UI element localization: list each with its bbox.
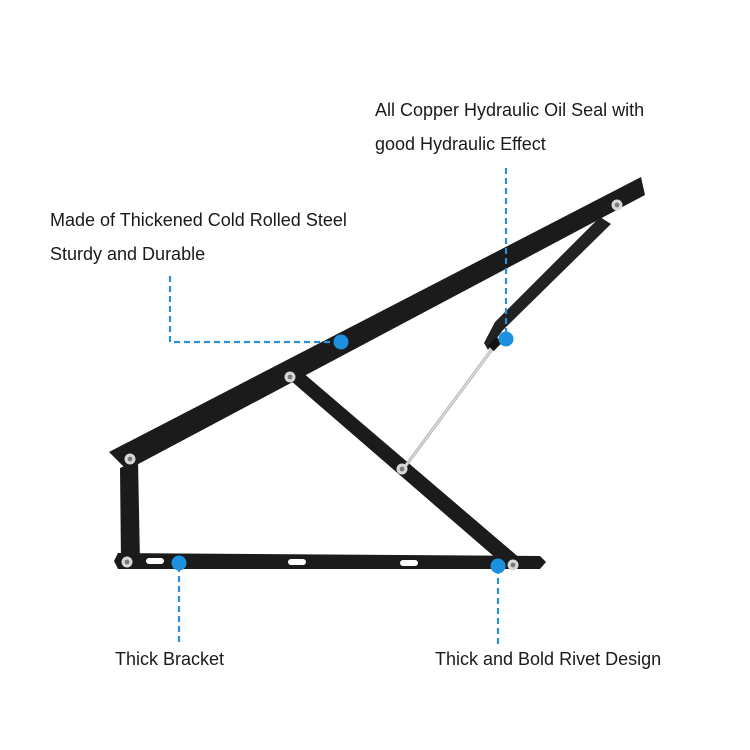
callout-steel-line2: Sturdy and Durable xyxy=(50,244,206,264)
callout-dot-rivet xyxy=(490,558,506,574)
rivet-icon xyxy=(121,556,133,568)
callout-bracket-line1: Thick Bracket xyxy=(115,649,225,669)
rivet-icon xyxy=(396,463,408,475)
callout-leaders xyxy=(168,168,508,644)
bracket-slot xyxy=(400,560,418,566)
bracket-slot xyxy=(146,558,164,564)
bottom-bracket xyxy=(114,553,546,569)
rivet-icon xyxy=(284,371,296,383)
callout-bracket: Thick Bracket xyxy=(115,642,224,676)
callout-dot-steel xyxy=(333,334,349,350)
leader-steel xyxy=(168,276,340,344)
callout-steel: Made of Thickened Cold Rolled Steel Stur… xyxy=(50,203,347,271)
callout-steel-line1: Made of Thickened Cold Rolled Steel xyxy=(50,210,347,230)
rivet-icon xyxy=(507,559,519,571)
rivet-icon xyxy=(124,453,136,465)
rivets xyxy=(121,199,623,571)
callout-dot-seal xyxy=(498,331,514,347)
callout-dot-bracket xyxy=(171,555,187,571)
gas-spring xyxy=(402,217,611,469)
callout-seal: All Copper Hydraulic Oil Seal with good … xyxy=(375,93,644,161)
gas-spring-seal xyxy=(487,336,503,352)
callout-seal-line2: good Hydraulic Effect xyxy=(375,134,546,154)
rivet-icon xyxy=(611,199,623,211)
callout-rivet: Thick and Bold Rivet Design xyxy=(435,642,661,676)
left-post xyxy=(120,460,140,562)
bracket-slot xyxy=(288,559,306,565)
callout-seal-line1: All Copper Hydraulic Oil Seal with xyxy=(375,100,645,120)
callout-dots xyxy=(171,331,514,574)
callout-rivet-line1: Thick and Bold Rivet Design xyxy=(435,649,662,669)
top-arm xyxy=(109,177,645,470)
